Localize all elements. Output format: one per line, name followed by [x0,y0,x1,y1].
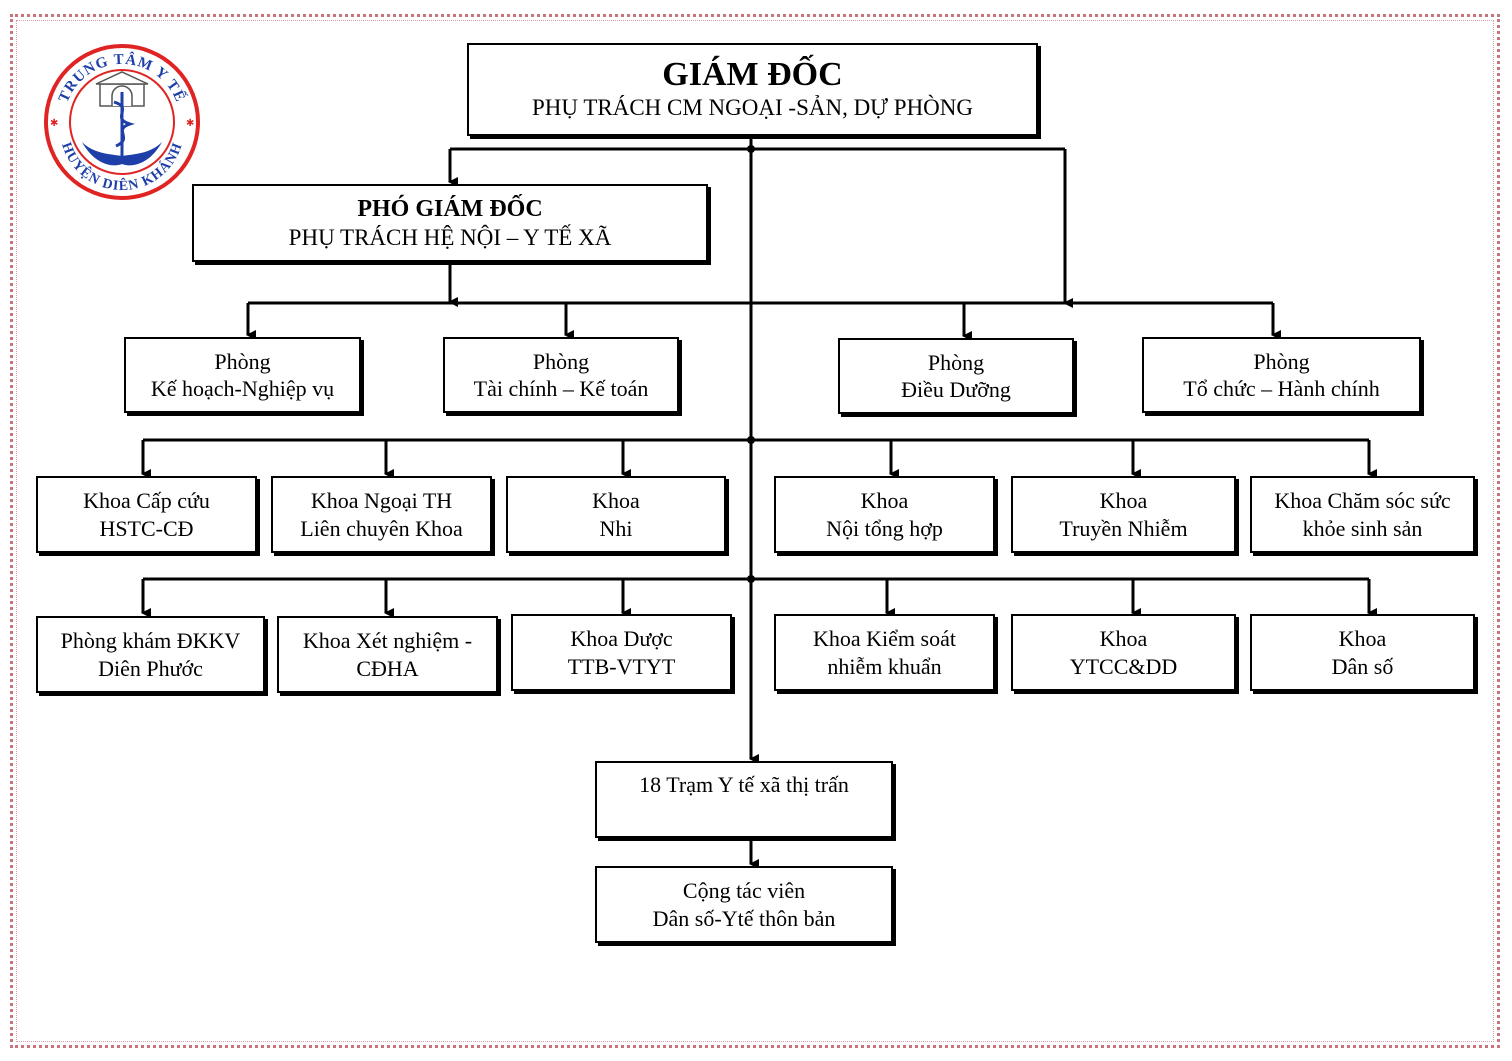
faculty-line1: Phòng khám ĐKKV [60,628,241,653]
faculty-line1: Khoa [1338,626,1387,651]
department-box-planning: Phòng Kế hoạch-Nghiệp vụ [124,337,361,413]
deputy-box: PHÓ GIÁM ĐỐC PHỤ TRÁCH HỆ NỘI – Y TẾ XÃ [192,184,708,262]
department-line1: Phòng [532,348,590,374]
director-title: GIÁM ĐỐC [662,56,843,94]
faculty-line2: Diên Phước [98,655,203,681]
faculty-line2: TTB-VTYT [567,653,676,679]
department-line2: Điều Dưỡng [901,377,1011,402]
faculty-line2: HSTC-CĐ [99,515,194,541]
stations-box: 18 Trạm Y tế xã thị trấn [595,761,893,838]
department-line1: Phòng [927,349,985,375]
faculty-line1: Khoa Xét nghiệm - [302,628,473,653]
page-border-inner [16,20,1494,1042]
hospital-logo: TRUNG TÂM Y TẾ HUYỆN DIÊN KHÁNH ✱ ✱ [44,44,200,200]
department-line2: Tài chính – Kế toán [473,376,649,401]
faculty-line1: Khoa [592,488,640,513]
faculty-line2: Nội tổng hợp [826,515,943,541]
faculty-line1: Khoa Cấp cứu [83,488,210,513]
director-box: GIÁM ĐỐC PHỤ TRÁCH CM NGOẠI -SẢN, DỰ PHÒ… [467,43,1038,136]
faculty-line2: Liên chuyên Khoa [300,515,463,541]
faculty-line2: CĐHA [356,655,419,681]
deputy-subtitle: PHỤ TRÁCH HỆ NỘI – Y TẾ XÃ [288,224,612,250]
faculty-line1: Khoa [1099,626,1148,651]
svg-text:✱: ✱ [186,118,194,129]
faculty-box-emergency: Khoa Cấp cứu HSTC-CĐ [36,476,257,553]
faculty-box-clinic: Phòng khám ĐKKV Diên Phước [36,616,265,693]
faculty-line2: khỏe sinh sản [1302,515,1423,541]
department-box-nursing: Phòng Điều Dưỡng [838,338,1074,414]
faculty-box-pharmacy: Khoa Dược TTB-VTYT [511,614,732,691]
director-subtitle: PHỤ TRÁCH CM NGOẠI -SẢN, DỰ PHÒNG [531,94,974,120]
deputy-title: PHÓ GIÁM ĐỐC [357,195,543,222]
stations-label: 18 Trạm Y tế xã thị trấn [639,772,849,797]
faculty-box-infection-control: Khoa Kiểm soát nhiễm khuẩn [774,614,995,691]
faculty-line2: nhiễm khuẩn [827,653,942,679]
collaborators-line2: Dân số-Ytế thôn bản [652,905,836,931]
collaborators-box: Cộng tác viên Dân số-Ytế thôn bản [595,866,893,943]
faculty-box-reproductive: Khoa Chăm sóc sức khỏe sinh sản [1250,476,1475,553]
department-box-finance: Phòng Tài chính – Kế toán [443,337,679,413]
department-line2: Kế hoạch-Nghiệp vụ [150,376,335,401]
faculty-line1: Khoa Kiểm soát [813,626,956,651]
faculty-line2: Nhi [599,515,633,541]
faculty-box-infectious: Khoa Truyền Nhiễm [1011,476,1236,553]
faculty-box-pediatrics: Khoa Nhi [506,476,726,553]
faculty-box-surgery: Khoa Ngoại TH Liên chuyên Khoa [271,476,492,553]
department-line1: Phòng [214,348,271,374]
faculty-line2: Dân số [1331,653,1394,679]
faculty-line1: Khoa Chăm sóc sức [1274,488,1451,513]
faculty-line1: Khoa Ngoại TH [310,488,453,513]
faculty-line1: Khoa Dược [570,626,673,651]
faculty-line2: YTCC&DD [1069,653,1178,679]
department-line1: Phòng [1253,348,1310,374]
faculty-line2: Truyền Nhiễm [1059,515,1188,541]
faculty-box-population: Khoa Dân số [1250,614,1475,691]
faculty-line1: Khoa [860,488,909,513]
department-box-admin: Phòng Tổ chức – Hành chính [1142,337,1421,413]
faculty-box-internal: Khoa Nội tổng hợp [774,476,995,553]
svg-text:✱: ✱ [50,118,58,129]
collaborators-line1: Cộng tác viên [682,878,806,903]
faculty-line1: Khoa [1099,488,1148,513]
faculty-box-public-health: Khoa YTCC&DD [1011,614,1236,691]
faculty-box-laboratory: Khoa Xét nghiệm - CĐHA [277,616,498,693]
page-border [10,14,1500,1048]
department-line2: Tổ chức – Hành chính [1183,376,1380,401]
